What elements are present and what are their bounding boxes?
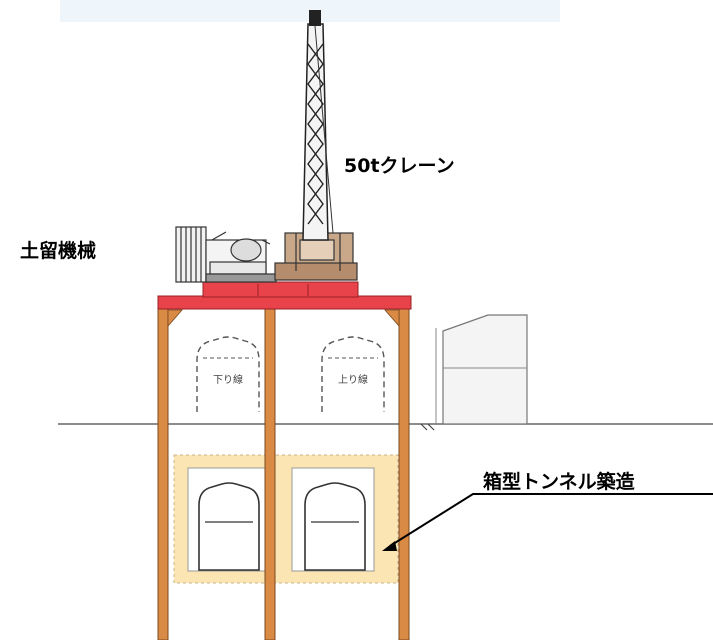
shoring-machine	[175, 226, 277, 283]
box-tunnel-construction-label: 箱型トンネル築造	[483, 471, 635, 493]
up-line-label: 上り線	[338, 373, 368, 386]
train-profile-down-bottom	[198, 482, 260, 571]
box-tunnel-pointer-line	[389, 493, 713, 547]
crane-label: 50tクレーン	[344, 155, 455, 177]
shoring-machine-label: 土留機械	[20, 240, 97, 262]
crane-boom	[302, 10, 334, 241]
pile-right	[398, 299, 410, 641]
ground-hatch-mark	[420, 423, 435, 431]
train-profile-up-bottom	[304, 482, 366, 571]
down-line-label: 下り線	[213, 373, 243, 386]
train-profile-down-existing: 下り線	[196, 336, 260, 412]
red-deck	[157, 281, 412, 310]
pile-left	[157, 299, 169, 641]
pile-center	[264, 299, 276, 641]
train-profile-up-existing: 上り線	[321, 336, 385, 412]
box-tunnel-pointer-arrowhead	[382, 541, 397, 551]
adjacent-building	[435, 314, 528, 425]
